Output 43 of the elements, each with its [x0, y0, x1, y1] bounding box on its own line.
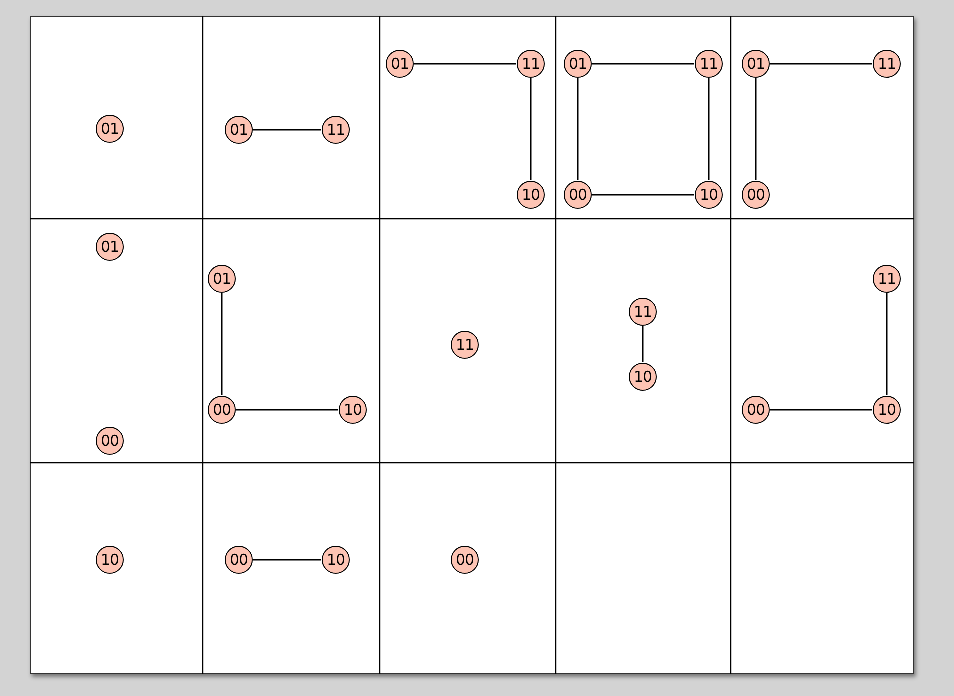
state-label: 00 [212, 402, 232, 418]
state-label: 01 [100, 122, 120, 136]
connector-line [770, 409, 872, 411]
connector-line [708, 78, 710, 180]
connector-line [254, 559, 322, 561]
connector-line [770, 63, 872, 65]
state-label: 00 [746, 402, 766, 418]
state-label: 00 [568, 188, 588, 202]
connector-line [886, 294, 888, 396]
state-label: 10 [634, 370, 652, 384]
connector-line [592, 63, 694, 65]
state-label: 00 [456, 552, 474, 568]
state-label: 10 [326, 552, 346, 568]
state-label: 11 [456, 338, 474, 352]
state-label: 00 [230, 552, 248, 568]
state-label: 01 [212, 272, 232, 286]
state-label: 00 [100, 434, 120, 448]
state-label: 01 [746, 56, 766, 72]
state-label: 11 [878, 272, 896, 286]
state-label: 11 [634, 304, 652, 320]
connector-line [577, 78, 579, 180]
state-label: 11 [522, 56, 540, 72]
connector-line [592, 194, 694, 196]
state-label: 11 [878, 56, 896, 72]
connector-line [236, 409, 338, 411]
state-label: 11 [700, 56, 718, 72]
connector-line [254, 129, 322, 131]
state-label: 01 [230, 122, 248, 138]
connector-line [414, 63, 516, 65]
connector-line [755, 78, 757, 180]
connector-line [221, 294, 223, 396]
connector-line [642, 326, 644, 362]
state-label: 10 [100, 552, 120, 568]
connector-line [530, 78, 532, 180]
state-label: 10 [700, 188, 718, 202]
state-label: 10 [878, 402, 896, 418]
state-label: 10 [344, 402, 362, 418]
state-label: 10 [522, 188, 540, 202]
state-label: 11 [326, 122, 346, 138]
state-label: 01 [100, 240, 120, 254]
state-label: 01 [390, 56, 410, 72]
state-label: 01 [568, 56, 588, 72]
state-label: 00 [746, 188, 766, 202]
